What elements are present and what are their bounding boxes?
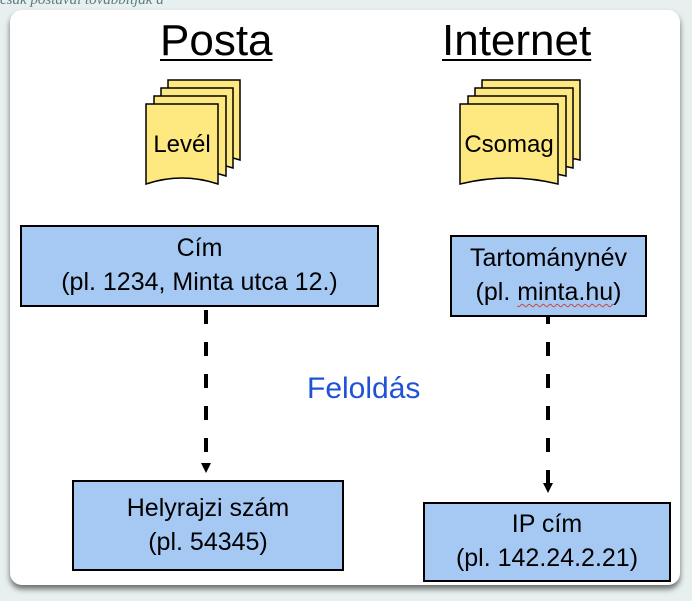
heading-posta: Posta: [160, 16, 273, 65]
document-stack-csomag: Csomag: [459, 79, 581, 185]
ip-address-example: (pl. 142.24.2.21): [455, 544, 639, 572]
caption-text: csak postával továbbítják a: [0, 0, 164, 8]
address-box: Cím (pl. 1234, Minta utca 12.): [20, 225, 379, 307]
ip-address-title: IP cím: [511, 510, 583, 539]
heading-internet: Internet: [442, 16, 592, 65]
document-icon: [459, 103, 559, 185]
domain-suffix: ): [613, 278, 622, 306]
parcel-number-box: Helyrajzi szám (pl. 54345): [72, 480, 344, 571]
document-label-level: Levél: [153, 131, 210, 158]
ip-address-box: IP cím (pl. 142.24.2.21): [423, 502, 671, 582]
document-icon: [145, 103, 219, 186]
domain-value: minta.hu: [517, 278, 614, 306]
resolve-label: Feloldás: [307, 372, 421, 405]
address-example: (pl. 1234, Minta utca 12.): [61, 268, 338, 296]
domain-name-title: Tartománynév: [469, 244, 628, 273]
document-stack-level: Levél: [145, 79, 241, 186]
domain-name-example: (pl. minta.hu): [476, 276, 622, 310]
address-title: Cím: [176, 234, 223, 263]
domain-name-box: Tartománynév (pl. minta.hu): [450, 235, 647, 317]
diagram-graphics: Levél Csomag: [145, 79, 581, 493]
domain-prefix: (pl.: [475, 278, 518, 306]
parcel-number-title: Helyrajzi szám: [126, 493, 290, 522]
document-label-csomag: Csomag: [464, 131, 553, 158]
parcel-number-example: (pl. 54345): [148, 527, 268, 556]
diagram-card: Posta Internet Levél Csomag Cím: [10, 10, 680, 585]
